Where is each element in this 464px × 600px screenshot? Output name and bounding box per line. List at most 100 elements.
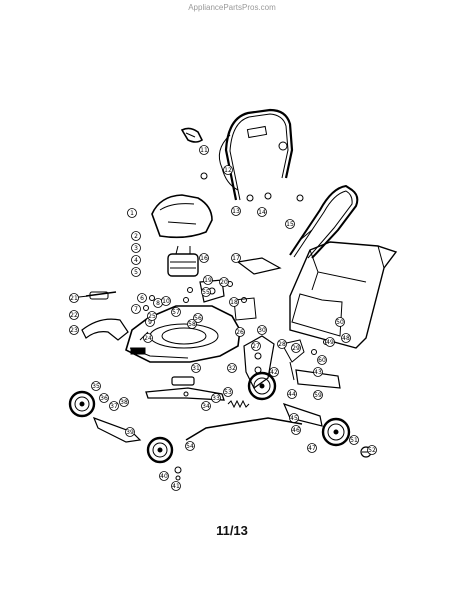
callout-label: 33 <box>212 395 220 402</box>
rear-flap <box>236 257 282 275</box>
spring <box>227 399 250 409</box>
callout-circle <box>193 313 203 323</box>
callout-circle <box>307 443 317 453</box>
callout-label: 37 <box>110 403 118 410</box>
callout-47: 47 <box>307 443 317 453</box>
callout-circle <box>201 287 211 297</box>
callout-circle <box>131 304 141 314</box>
callout-23: 23 <box>69 325 79 335</box>
callout-label: 42 <box>270 369 278 376</box>
callout-circle <box>185 441 195 451</box>
callout-circle <box>191 363 201 373</box>
callout-circle <box>201 401 211 411</box>
side-plate <box>233 297 257 321</box>
callout-59: 59 <box>313 390 323 400</box>
callout-label: 13 <box>232 208 240 215</box>
callout-46: 46 <box>291 425 301 435</box>
wheel-rear-left <box>247 371 277 401</box>
callout-circle <box>199 145 209 155</box>
callout-42: 42 <box>269 367 279 377</box>
callout-circle <box>69 293 79 303</box>
callout-50: 50 <box>335 317 345 327</box>
callout-label: 30 <box>258 327 266 334</box>
callout-label: 22 <box>70 312 78 319</box>
callout-circle <box>219 277 229 287</box>
callout-label: 12 <box>224 167 232 174</box>
callout-33: 33 <box>211 393 221 403</box>
callout-label: 58 <box>188 321 196 328</box>
mower-deck <box>125 305 241 363</box>
callout-circle <box>199 253 209 263</box>
callout-22: 22 <box>69 310 79 320</box>
callout-25: 25 <box>147 311 157 321</box>
upper-handle <box>218 108 294 201</box>
callout-circle <box>131 231 141 241</box>
callout-circle <box>131 243 141 253</box>
callout-label: 40 <box>160 473 168 480</box>
watermark: AppliancePartsPros.com <box>188 3 276 12</box>
callout-circle <box>313 390 323 400</box>
lower-handle <box>289 184 359 259</box>
callout-label: 56 <box>194 315 202 322</box>
callout-circle <box>291 425 301 435</box>
callout-circle <box>223 165 233 175</box>
callout-35: 35 <box>91 381 101 391</box>
callout-label: 5 <box>134 269 138 276</box>
callout-circle <box>257 207 267 217</box>
callout-circle <box>251 341 261 351</box>
callout-circle <box>227 363 237 373</box>
callout-label: 34 <box>202 403 210 410</box>
callout-circle <box>99 393 109 403</box>
callout-label: 6 <box>140 295 144 302</box>
callout-label: 57 <box>172 309 180 316</box>
wheel-front-right <box>146 436 174 464</box>
callout-label: 23 <box>70 327 78 334</box>
callout-label: 49 <box>326 339 334 346</box>
callout-40: 40 <box>159 471 169 481</box>
height-adjuster <box>281 339 305 381</box>
callout-label: 38 <box>120 399 128 406</box>
motor-cover <box>151 194 213 239</box>
callout-circle <box>203 275 213 285</box>
callout-label: 7 <box>134 306 138 313</box>
callout-17: 17 <box>231 253 241 263</box>
callout-15: 15 <box>285 219 295 229</box>
callout-label: 17 <box>232 255 240 262</box>
callout-circle <box>119 397 129 407</box>
callout-circle <box>159 471 169 481</box>
callout-45: 45 <box>289 413 299 423</box>
callout-circle <box>287 389 297 399</box>
callout-7: 7 <box>131 304 141 314</box>
callout-circle <box>211 393 221 403</box>
callout-label: 53 <box>224 389 232 396</box>
callout-circle <box>69 325 79 335</box>
callout-8: 8 <box>153 298 163 308</box>
callout-circle <box>137 293 147 303</box>
callout-circle <box>349 435 359 445</box>
callout-circle <box>231 253 241 263</box>
callout-circle <box>91 381 101 391</box>
callout-27: 27 <box>251 341 261 351</box>
callout-44: 44 <box>287 389 297 399</box>
callout-circle <box>289 413 299 423</box>
callout-label: 15 <box>286 221 294 228</box>
callout-6: 6 <box>137 293 147 303</box>
callout-label: 52 <box>368 447 376 454</box>
callout-5: 5 <box>131 267 141 277</box>
callout-circle <box>143 333 153 343</box>
callout-20: 20 <box>219 277 229 287</box>
callout-label: 45 <box>290 415 298 422</box>
callout-label: 11 <box>200 147 208 154</box>
callout-label: 9 <box>148 319 152 326</box>
grass-bag <box>289 241 398 349</box>
callout-11: 11 <box>199 145 209 155</box>
callout-48: 48 <box>341 333 351 343</box>
callout-2: 2 <box>131 231 141 241</box>
rear-axle-bracket <box>282 403 323 427</box>
front-axle-bracket <box>92 416 142 443</box>
callout-label: 1 <box>130 210 134 217</box>
motor <box>167 245 199 277</box>
callout-circle <box>231 206 241 216</box>
callout-label: 29 <box>292 345 300 352</box>
